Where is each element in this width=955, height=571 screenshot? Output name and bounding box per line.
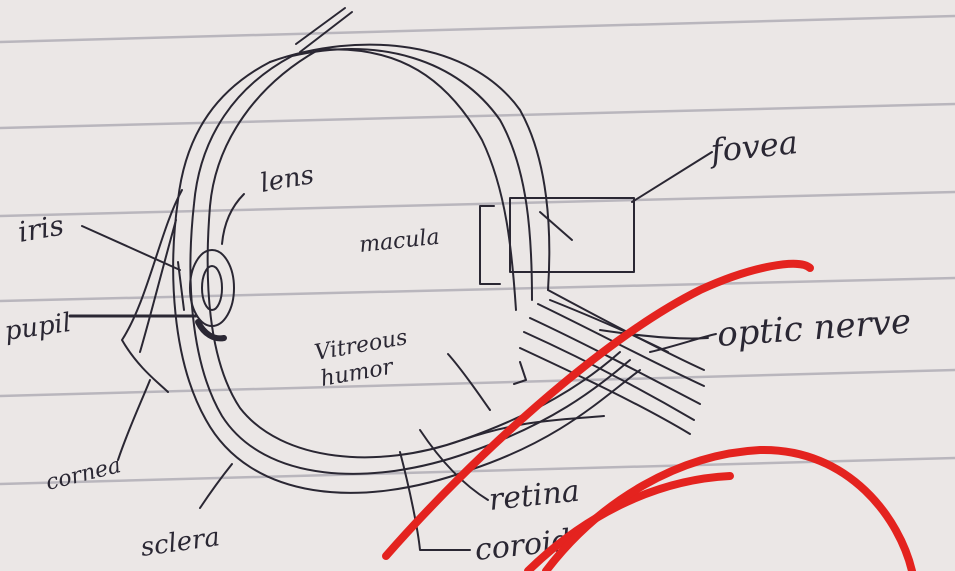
label-cornea: cornea	[43, 453, 123, 496]
label-lens: lens	[258, 160, 316, 199]
lens-inner	[202, 266, 222, 310]
label-iris: iris	[15, 208, 66, 248]
diagram-labels: fovea lens iris macula pupil optic nerve…	[3, 123, 913, 568]
label-sclera: sclera	[139, 522, 222, 563]
optic-nerve-fibers	[514, 290, 708, 434]
label-macula: macula	[358, 225, 441, 258]
macula-box	[480, 206, 500, 284]
retina-outline	[208, 50, 620, 457]
lens-shape	[190, 250, 234, 326]
label-retina: retina	[487, 474, 581, 518]
label-pupil: pupil	[3, 308, 73, 347]
label-optic-nerve: optic nerve	[716, 302, 913, 355]
ruled-lines	[0, 16, 955, 484]
sclera-outline	[173, 62, 640, 493]
label-fovea: fovea	[707, 123, 800, 170]
fovea-box	[510, 198, 634, 272]
